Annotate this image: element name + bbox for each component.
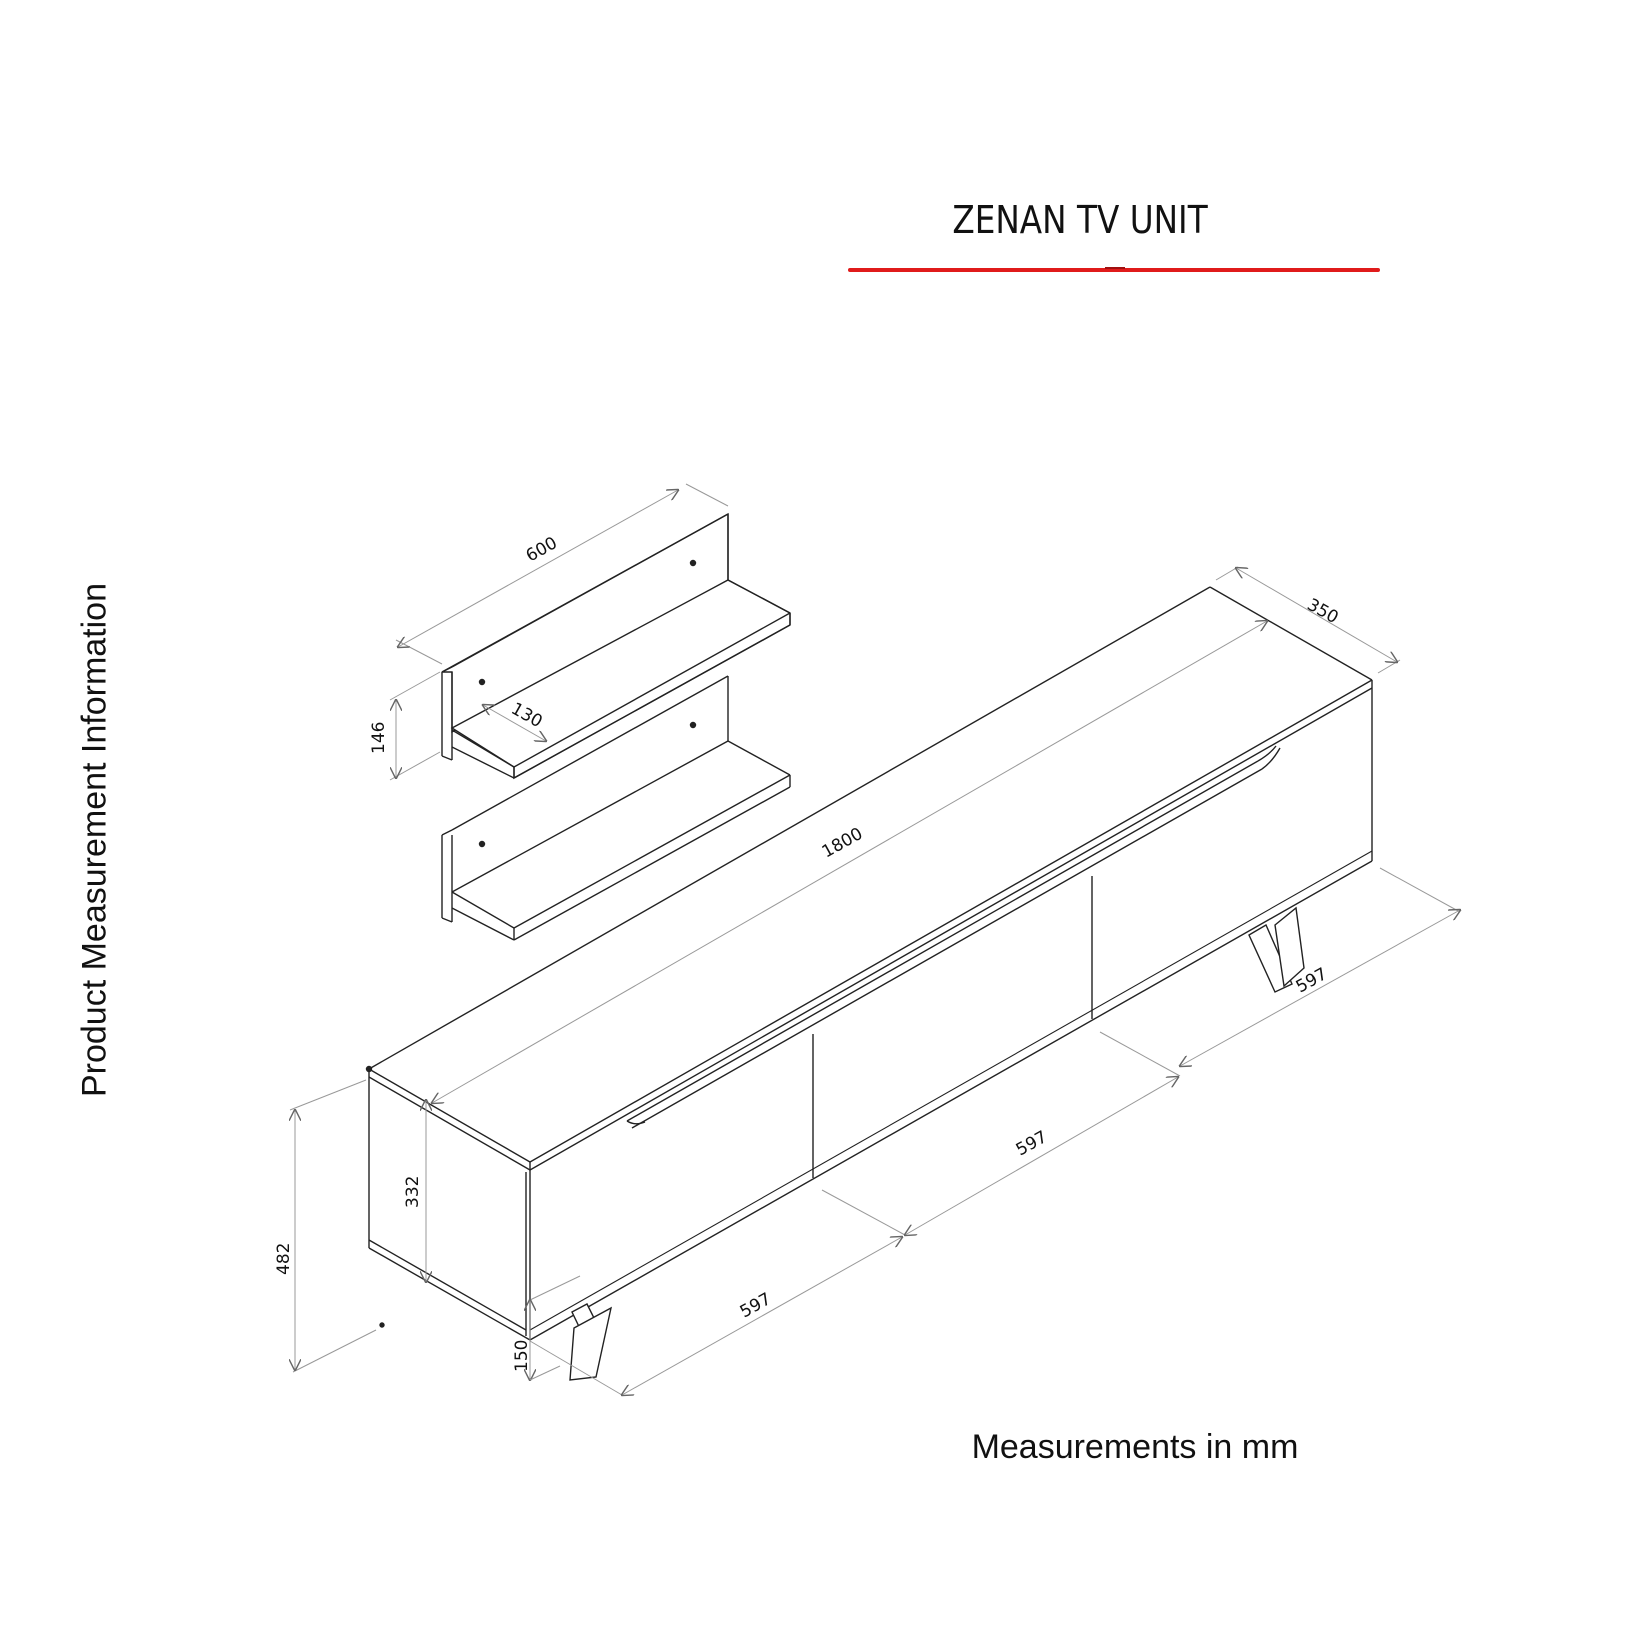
tv-leg-height-label: 150 <box>512 1340 532 1372</box>
page-title: ZENAN TV UNIT <box>952 198 1208 242</box>
door-width-label-1: 597 <box>737 1289 775 1322</box>
shelf-width-label: 600 <box>523 533 561 566</box>
tv-depth-label: 350 <box>1304 595 1342 628</box>
title-underline <box>848 268 1380 272</box>
tv-unit-dimensions <box>290 566 1460 1395</box>
tv-body-height-label: 332 <box>403 1176 423 1208</box>
units-note: Measurements in mm <box>971 1428 1299 1466</box>
shelf-height-label: 146 <box>369 722 389 754</box>
title-underline-mark <box>1105 267 1125 269</box>
door-width-label-2: 597 <box>1013 1127 1051 1160</box>
tv-total-height-label: 482 <box>274 1243 294 1275</box>
